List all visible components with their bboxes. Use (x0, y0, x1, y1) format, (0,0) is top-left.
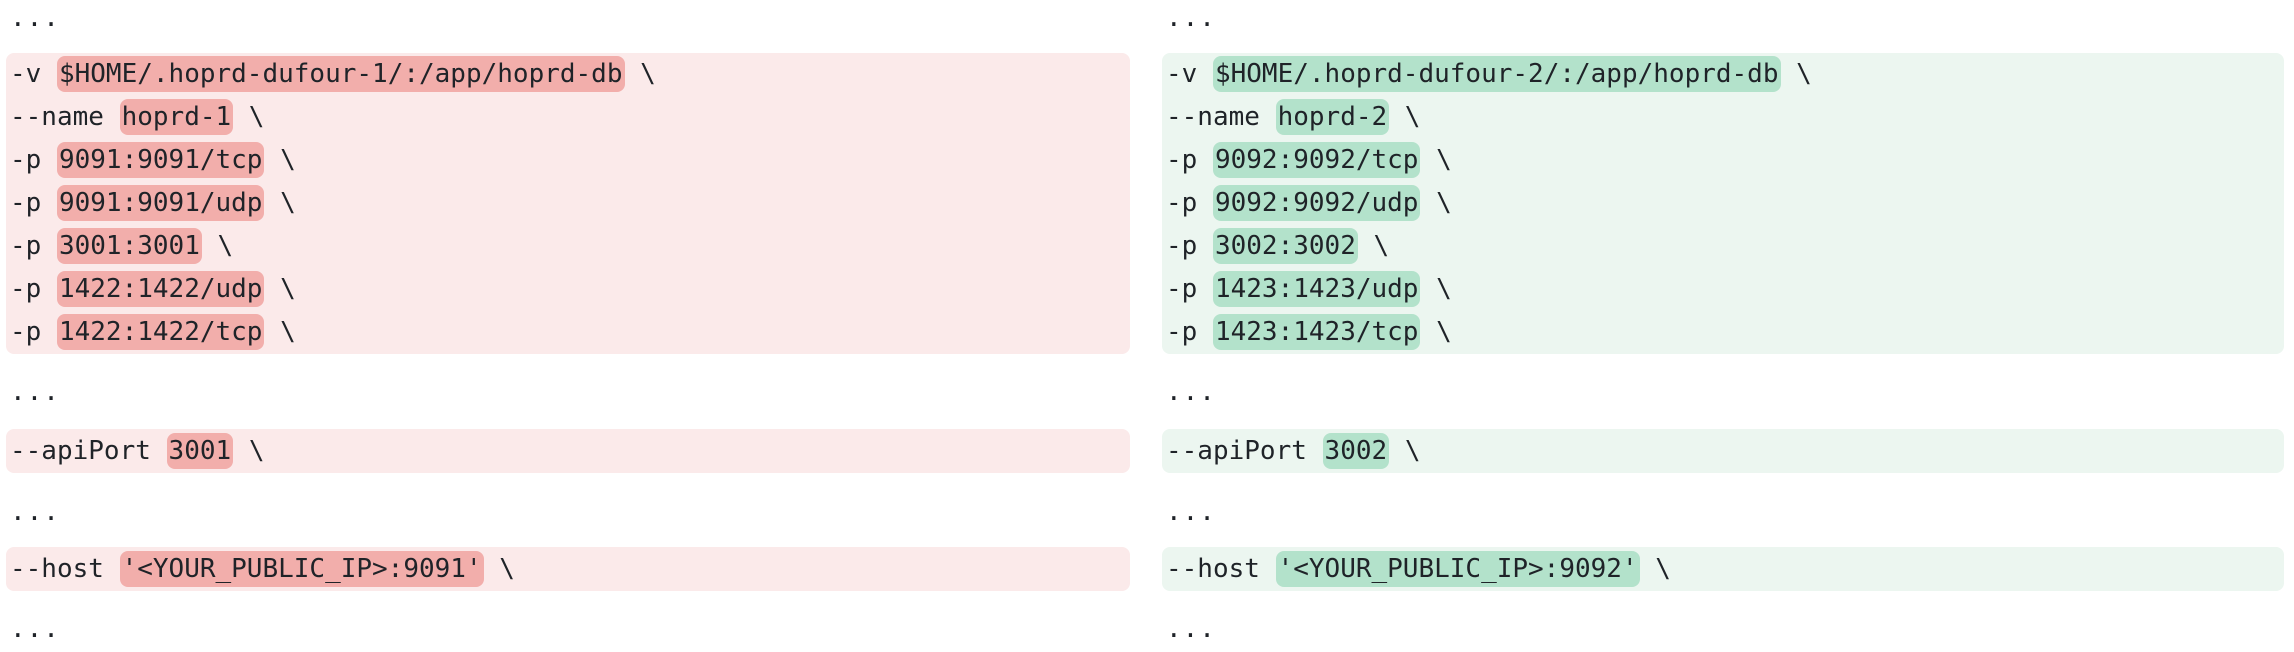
code-line: -p 9091:9091/udp \ (6, 182, 1130, 225)
changed-text-highlight: 1423:1423/udp (1212, 271, 1421, 307)
code-text: --name (1166, 102, 1276, 132)
code-text: \ (233, 436, 265, 466)
code-text: -p (1166, 231, 1213, 261)
code-text: \ (1420, 317, 1452, 347)
changed-block: --host '<YOUR_PUBLIC_IP>:9091' \ (6, 547, 1130, 591)
code-line: --host '<YOUR_PUBLIC_IP>:9092' \ (1162, 547, 2284, 591)
code-line: -p 1422:1422/udp \ (6, 268, 1130, 311)
code-line: --apiPort 3001 \ (6, 429, 1130, 473)
code-text: \ (201, 231, 234, 261)
code-text: -p (1166, 274, 1213, 304)
code-text: -v (10, 59, 57, 89)
changed-text-highlight: 1423:1423/tcp (1212, 314, 1421, 350)
code-text: \ (264, 274, 296, 304)
code-line: -v $HOME/.hoprd-dufour-2/:/app/hoprd-db … (1162, 53, 2284, 96)
code-line: --name hoprd-1 \ (6, 96, 1130, 139)
code-text: \ (1357, 231, 1390, 261)
collapsed-lines-ellipsis: ... (10, 497, 60, 527)
changed-text-highlight: '<YOUR_PUBLIC_IP>:9091' (119, 551, 484, 587)
collapsed-lines-ellipsis: ... (10, 377, 60, 407)
collapsed-lines-ellipsis: ... (1166, 614, 1216, 644)
code-line: -p 1423:1423/tcp \ (1162, 311, 2284, 354)
code-line: -p 1423:1423/udp \ (1162, 268, 2284, 311)
changed-text-highlight: 9091:9091/udp (56, 185, 265, 221)
code-text: -v (1166, 59, 1213, 89)
code-text: --apiPort (1166, 436, 1323, 466)
code-text: -p (1166, 188, 1213, 218)
code-text: --apiPort (10, 436, 167, 466)
code-line: --host '<YOUR_PUBLIC_IP>:9091' \ (6, 547, 1130, 591)
changed-text-highlight: 9092:9092/udp (1212, 185, 1421, 221)
collapsed-lines-ellipsis: ... (1166, 3, 1216, 33)
code-text: -p (10, 188, 57, 218)
changed-block: -v $HOME/.hoprd-dufour-2/:/app/hoprd-db … (1162, 53, 2284, 354)
changed-text-highlight: $HOME/.hoprd-dufour-2/:/app/hoprd-db (1212, 56, 1781, 92)
code-text: \ (483, 554, 515, 584)
code-line: -v $HOME/.hoprd-dufour-1/:/app/hoprd-db … (6, 53, 1130, 96)
changed-text-highlight: 9092:9092/tcp (1212, 142, 1421, 178)
changed-text-highlight: hoprd-1 (119, 99, 234, 135)
code-text: --name (10, 102, 120, 132)
code-text: -p (10, 274, 57, 304)
code-line: -p 9092:9092/tcp \ (1162, 139, 2284, 182)
code-text: \ (1639, 554, 1671, 584)
changed-text-highlight: 3001:3001 (56, 228, 202, 264)
changed-block: --apiPort 3002 \ (1162, 429, 2284, 473)
code-line: -p 3002:3002 \ (1162, 225, 2284, 268)
code-text: \ (1780, 59, 1812, 89)
changed-text-highlight: 3002:3002 (1212, 228, 1358, 264)
code-line: --name hoprd-2 \ (1162, 96, 2284, 139)
changed-text-highlight: 9091:9091/tcp (56, 142, 265, 178)
collapsed-lines-ellipsis: ... (10, 3, 60, 33)
code-text: \ (1420, 145, 1452, 175)
collapsed-lines-ellipsis: ... (1166, 377, 1216, 407)
changed-text-highlight: '<YOUR_PUBLIC_IP>:9092' (1275, 551, 1640, 587)
code-text: \ (1389, 102, 1421, 132)
code-line: -p 3001:3001 \ (6, 225, 1130, 268)
changed-block: --apiPort 3001 \ (6, 429, 1130, 473)
code-line: --apiPort 3002 \ (1162, 429, 2284, 473)
code-text: -p (1166, 145, 1213, 175)
code-text: \ (1420, 274, 1452, 304)
code-text: \ (264, 145, 296, 175)
code-line: -p 9092:9092/udp \ (1162, 182, 2284, 225)
changed-text-highlight: hoprd-2 (1275, 99, 1390, 135)
collapsed-lines-ellipsis: ... (1166, 497, 1216, 527)
collapsed-lines-ellipsis: ... (10, 614, 60, 644)
changed-block: -v $HOME/.hoprd-dufour-1/:/app/hoprd-db … (6, 53, 1130, 354)
code-text: -p (10, 145, 57, 175)
code-text: -p (1166, 317, 1213, 347)
changed-text-highlight: 3002 (1322, 433, 1390, 469)
changed-text-highlight: 1422:1422/tcp (56, 314, 265, 350)
code-text: \ (264, 188, 296, 218)
changed-block: --host '<YOUR_PUBLIC_IP>:9092' \ (1162, 547, 2284, 591)
code-text: \ (264, 317, 296, 347)
code-line: -p 9091:9091/tcp \ (6, 139, 1130, 182)
code-text: --host (1166, 554, 1276, 584)
code-text: \ (1420, 188, 1452, 218)
code-line: -p 1422:1422/tcp \ (6, 311, 1130, 354)
code-text: \ (624, 59, 656, 89)
code-text: \ (233, 102, 265, 132)
code-text: -p (10, 317, 57, 347)
code-text: -p (10, 231, 57, 261)
changed-text-highlight: 1422:1422/udp (56, 271, 265, 307)
code-text: \ (1389, 436, 1421, 466)
changed-text-highlight: $HOME/.hoprd-dufour-1/:/app/hoprd-db (56, 56, 625, 92)
code-text: --host (10, 554, 120, 584)
changed-text-highlight: 3001 (166, 433, 234, 469)
